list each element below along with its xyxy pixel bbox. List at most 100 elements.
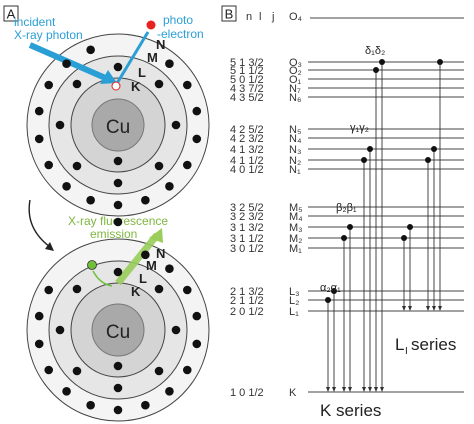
transition-arrowhead bbox=[408, 306, 412, 311]
transition-arrowhead bbox=[332, 387, 336, 392]
electron bbox=[44, 80, 54, 90]
nucleus-label: Cu bbox=[106, 117, 130, 138]
atom-bottom: Cu bbox=[26, 238, 210, 422]
level-quantum-numbers: 3 2 5/2 bbox=[230, 202, 264, 214]
level-name: O₁ bbox=[289, 74, 302, 86]
electron bbox=[165, 181, 174, 191]
level-quantum-numbers: 4 2 3/2 bbox=[230, 133, 264, 145]
level-name: N₁ bbox=[289, 164, 301, 176]
shell-l-label: L bbox=[138, 65, 146, 80]
level-name: L₂ bbox=[289, 295, 299, 307]
level-name: K bbox=[289, 387, 297, 399]
level-quantum-numbers: 5 0 1/2 bbox=[230, 74, 264, 86]
atom-top: Cu bbox=[26, 33, 210, 217]
transition-origin bbox=[331, 288, 337, 294]
shell-l-label-2: L bbox=[139, 271, 147, 286]
nucleus bbox=[91, 98, 145, 152]
electron bbox=[86, 195, 95, 205]
k-series-label: K series bbox=[320, 401, 381, 420]
level-quantum-numbers: 4 0 1/2 bbox=[230, 164, 264, 176]
electron bbox=[113, 217, 123, 227]
transition-arrowhead bbox=[432, 306, 436, 311]
greek-gamma: γ₁γ₂ bbox=[350, 122, 369, 134]
electron bbox=[72, 366, 82, 376]
transition-origin bbox=[379, 59, 385, 65]
incident-label-2: X-ray photon bbox=[14, 28, 83, 42]
level-name: M₅ bbox=[289, 202, 303, 214]
transition-arrowhead bbox=[348, 387, 352, 392]
electron bbox=[34, 339, 44, 349]
electron bbox=[113, 200, 123, 210]
transition-origin bbox=[431, 146, 437, 152]
electron bbox=[62, 181, 71, 191]
electron bbox=[154, 161, 164, 171]
electron bbox=[113, 361, 123, 371]
level-name: N₇ bbox=[289, 83, 301, 95]
transition-origin bbox=[325, 297, 331, 303]
electron bbox=[192, 311, 202, 321]
level-quantum-numbers: 3 1 3/2 bbox=[230, 222, 264, 234]
transition-arrowhead bbox=[374, 387, 378, 392]
transition-origin bbox=[437, 59, 443, 65]
electron bbox=[86, 45, 95, 55]
electron bbox=[44, 160, 54, 170]
header-o4: O₄ bbox=[289, 11, 303, 23]
electron bbox=[171, 120, 181, 130]
level-quantum-numbers: 5 1 1/2 bbox=[230, 65, 264, 77]
level-quantum-numbers: 2 0 1/2 bbox=[230, 306, 264, 318]
electron bbox=[86, 400, 95, 410]
transition-origin bbox=[367, 146, 373, 152]
electron bbox=[34, 106, 44, 116]
level-quantum-numbers: 4 2 5/2 bbox=[230, 124, 264, 136]
level-name: O₃ bbox=[289, 57, 302, 69]
transition-origin bbox=[361, 157, 367, 163]
transition-arrowhead bbox=[362, 387, 366, 392]
transitions bbox=[325, 59, 443, 392]
greek-alpha: α₂α₁ bbox=[320, 282, 341, 294]
transition-arrowhead bbox=[45, 242, 54, 251]
electron bbox=[141, 250, 150, 260]
electron bbox=[44, 285, 54, 295]
incident-arrowhead bbox=[100, 70, 117, 84]
electron bbox=[141, 400, 150, 410]
electron bbox=[72, 284, 82, 294]
l-series-word: series bbox=[411, 335, 456, 354]
electron bbox=[165, 386, 174, 396]
electron bbox=[182, 80, 192, 90]
l-series-sub: I bbox=[405, 346, 408, 357]
electron bbox=[113, 267, 123, 277]
greek-delta: δ₁δ₂ bbox=[365, 45, 385, 57]
shell-k-label: K bbox=[131, 79, 141, 94]
vacancy bbox=[111, 81, 121, 91]
photo-label-1: photo bbox=[163, 13, 193, 27]
level-quantum-numbers: 4 1 1/2 bbox=[230, 155, 264, 167]
transition-origin bbox=[401, 235, 407, 241]
electron bbox=[113, 178, 123, 188]
panel-b-label: B bbox=[225, 7, 234, 22]
level-name: M₁ bbox=[289, 243, 302, 255]
photoelectron-arrow bbox=[114, 31, 150, 86]
transition-arrowhead bbox=[368, 387, 372, 392]
electron bbox=[62, 386, 71, 396]
panel-b-box bbox=[221, 5, 237, 22]
shell-k-label-2: K bbox=[131, 284, 141, 299]
level-name: O₂ bbox=[289, 65, 302, 77]
shell-m-label-2: M bbox=[146, 258, 157, 273]
electron bbox=[192, 134, 202, 144]
header-j: j bbox=[271, 11, 274, 23]
electron bbox=[182, 160, 192, 170]
level-quantum-numbers: 4 3 7/2 bbox=[230, 83, 264, 95]
header-n: n bbox=[246, 11, 252, 23]
level-quantum-numbers: 5 1 3/2 bbox=[230, 57, 264, 69]
panel-a: A Cu incident X-ray photon photo -electr… bbox=[3, 5, 210, 422]
transition-origin bbox=[347, 224, 353, 230]
level-quantum-numbers: 3 1 1/2 bbox=[230, 233, 264, 245]
electron bbox=[141, 195, 150, 205]
electron bbox=[62, 59, 71, 69]
electron bbox=[72, 161, 82, 171]
electron-transition-arrow bbox=[92, 270, 113, 287]
level-name: N₂ bbox=[289, 155, 301, 167]
level-quantum-numbers: 2 1 1/2 bbox=[230, 295, 264, 307]
